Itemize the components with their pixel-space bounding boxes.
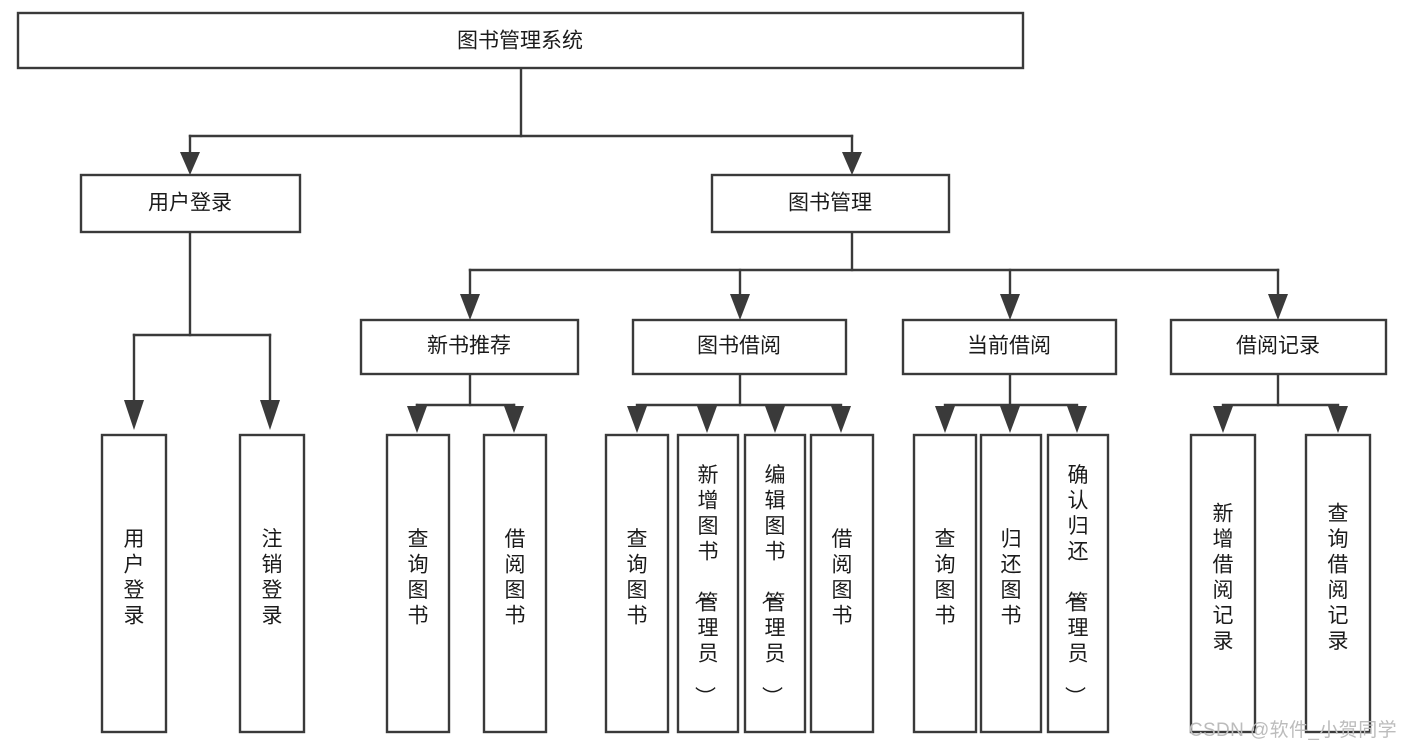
node-book-manage[interactable]: 图书管理 xyxy=(710,173,951,234)
leaf-box[interactable] xyxy=(676,433,740,734)
leaf-node[interactable]: 借阅图书 xyxy=(809,433,875,734)
node-current-borrow-label: 当前借阅 xyxy=(967,335,1051,358)
node-borrow-record-box[interactable] xyxy=(1169,318,1388,376)
leaf-label: 查询借阅记录 xyxy=(1328,502,1349,653)
leaf-label: 归还图书 xyxy=(1001,528,1022,628)
leaf-node[interactable]: 查询借阅记录 xyxy=(1304,433,1372,734)
leaf-box[interactable] xyxy=(238,433,306,734)
node-book-manage-box[interactable] xyxy=(710,173,951,234)
arrow-leaf-user-login-1 xyxy=(124,400,144,430)
node-root[interactable]: 图书管理系统 xyxy=(16,11,1025,70)
leaf-label: 用户登录 xyxy=(124,528,145,628)
leaf-node[interactable]: 归还图书 xyxy=(979,433,1043,734)
arrow-to-new-book xyxy=(460,294,480,320)
leaf-node[interactable]: 查询图书 xyxy=(385,433,451,734)
arrow-to-user-login xyxy=(180,152,200,175)
leaf-label: 新增图书（管理员） xyxy=(693,464,719,707)
leaf-node[interactable]: 确认归还（管理员） xyxy=(1046,433,1110,734)
leaf-node[interactable]: 查询图书 xyxy=(604,433,670,734)
leaf-box[interactable] xyxy=(809,433,875,734)
arrow-leaf-new-book-2 xyxy=(504,406,524,433)
leaf-node[interactable]: 用户登录 xyxy=(100,433,168,734)
leaf-label: 新增借阅记录 xyxy=(1213,502,1234,653)
connector-layer xyxy=(124,66,1348,433)
node-book-borrow-box[interactable] xyxy=(631,318,848,376)
node-book-manage-label: 图书管理 xyxy=(788,192,872,215)
arrow-leaf-new-book-1 xyxy=(407,406,427,433)
arrow-leaf-user-login-2 xyxy=(260,400,280,430)
leaf-layer: 用户登录 注销登录 查询图书 借阅图书 查询图书 新增图书 xyxy=(100,433,1372,734)
node-user-login-box[interactable] xyxy=(79,173,302,234)
leaf-node[interactable]: 编辑图书（管理员） xyxy=(743,433,807,734)
leaf-label: 借阅图书 xyxy=(832,528,853,628)
arrow-to-current-borrow xyxy=(1000,294,1020,320)
leaf-box[interactable] xyxy=(604,433,670,734)
node-user-login-label: 用户登录 xyxy=(148,192,232,215)
arrow-to-book-manage xyxy=(842,152,862,175)
node-book-borrow[interactable]: 图书借阅 xyxy=(631,318,848,376)
leaf-box[interactable] xyxy=(979,433,1043,734)
node-new-book-recommend-box[interactable] xyxy=(359,318,580,376)
arrow-leaf-borrow-record-2 xyxy=(1328,406,1348,433)
leaf-node[interactable]: 注销登录 xyxy=(238,433,306,734)
arrow-leaf-current-borrow-3 xyxy=(1067,406,1087,433)
leaf-box[interactable] xyxy=(1046,433,1110,734)
node-new-book-recommend-label: 新书推荐 xyxy=(427,335,511,358)
arrow-leaf-book-borrow-2 xyxy=(697,406,717,433)
leaf-box[interactable] xyxy=(912,433,978,734)
leaf-label: 查询图书 xyxy=(935,528,956,628)
node-current-borrow-box[interactable] xyxy=(901,318,1118,376)
leaf-label: 借阅图书 xyxy=(505,528,526,628)
leaf-box[interactable] xyxy=(1304,433,1372,734)
arrow-to-borrow-record xyxy=(1268,294,1288,320)
leaf-label: 编辑图书（管理员） xyxy=(760,464,786,707)
arrow-to-book-borrow xyxy=(730,294,750,320)
arrow-leaf-current-borrow-2 xyxy=(1000,406,1020,433)
leaf-label: 查询图书 xyxy=(408,528,429,628)
node-root-box[interactable] xyxy=(16,11,1025,70)
node-root-label: 图书管理系统 xyxy=(457,30,583,53)
arrow-leaf-book-borrow-4 xyxy=(831,406,851,433)
arrow-leaf-borrow-record-1 xyxy=(1213,406,1233,433)
node-borrow-record-label: 借阅记录 xyxy=(1236,335,1320,358)
leaf-node[interactable]: 新增图书（管理员） xyxy=(676,433,740,734)
leaf-label: 确认归还（管理员） xyxy=(1063,464,1089,707)
node-new-book-recommend[interactable]: 新书推荐 xyxy=(359,318,580,376)
arrow-leaf-current-borrow-1 xyxy=(935,406,955,433)
leaf-node[interactable]: 新增借阅记录 xyxy=(1189,433,1257,734)
leaf-node[interactable]: 借阅图书 xyxy=(482,433,548,734)
leaf-box[interactable] xyxy=(743,433,807,734)
leaf-node[interactable]: 查询图书 xyxy=(912,433,978,734)
arrow-leaf-book-borrow-1 xyxy=(627,406,647,433)
node-book-borrow-label: 图书借阅 xyxy=(697,335,781,358)
leaf-box[interactable] xyxy=(100,433,168,734)
leaf-label: 查询图书 xyxy=(627,528,648,628)
node-borrow-record[interactable]: 借阅记录 xyxy=(1169,318,1388,376)
arrow-leaf-book-borrow-3 xyxy=(765,406,785,433)
leaf-label: 注销登录 xyxy=(262,528,283,628)
leaf-box[interactable] xyxy=(385,433,451,734)
node-user-login[interactable]: 用户登录 xyxy=(79,173,302,234)
leaf-box[interactable] xyxy=(1189,433,1257,734)
node-current-borrow[interactable]: 当前借阅 xyxy=(901,318,1118,376)
leaf-box[interactable] xyxy=(482,433,548,734)
